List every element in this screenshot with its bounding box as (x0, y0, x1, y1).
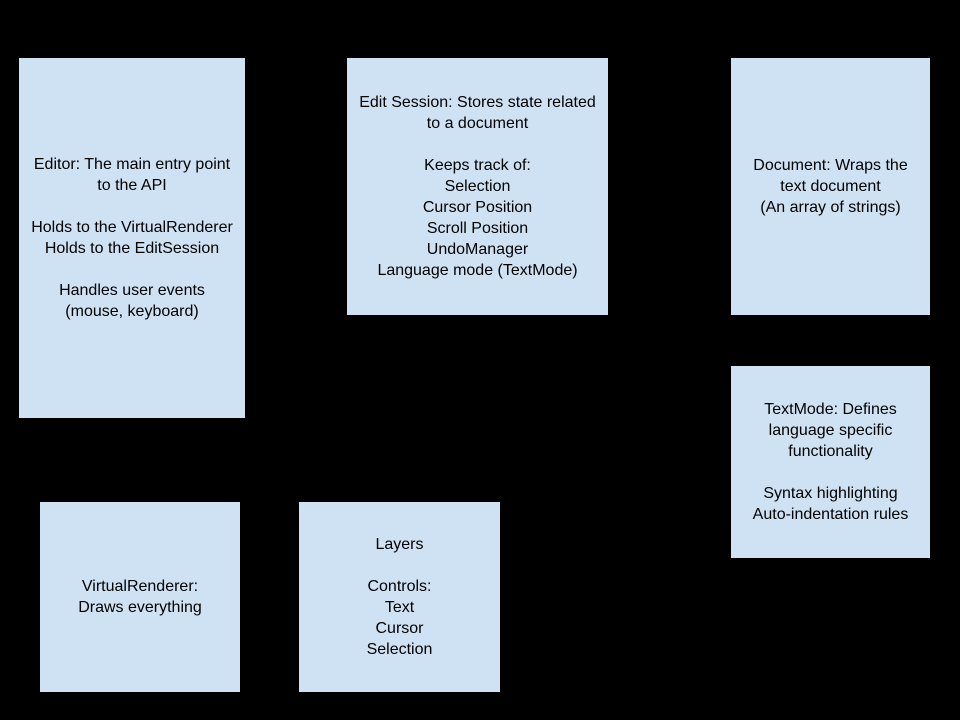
document-box: Document: Wraps the text document (An ar… (730, 57, 931, 316)
edit-session-box-text: Edit Session: Stores state related to a … (359, 94, 596, 279)
editor-box-text: Editor: The main entry point to the API … (31, 156, 233, 320)
edit-session-box: Edit Session: Stores state related to a … (346, 57, 609, 316)
textmode-box-text: TextMode: Defines language specific func… (752, 401, 909, 523)
textmode-box: TextMode: Defines language specific func… (730, 365, 931, 559)
layers-box-text: Layers Controls: Text Cursor Selection (366, 536, 433, 658)
editor-box: Editor: The main entry point to the API … (18, 57, 246, 419)
virtual-renderer-box-text: VirtualRenderer: Draws everything (78, 578, 202, 616)
virtual-renderer-box: VirtualRenderer: Draws everything (39, 501, 241, 693)
document-box-text: Document: Wraps the text document (An ar… (753, 157, 908, 216)
layers-box: Layers Controls: Text Cursor Selection (298, 501, 501, 693)
